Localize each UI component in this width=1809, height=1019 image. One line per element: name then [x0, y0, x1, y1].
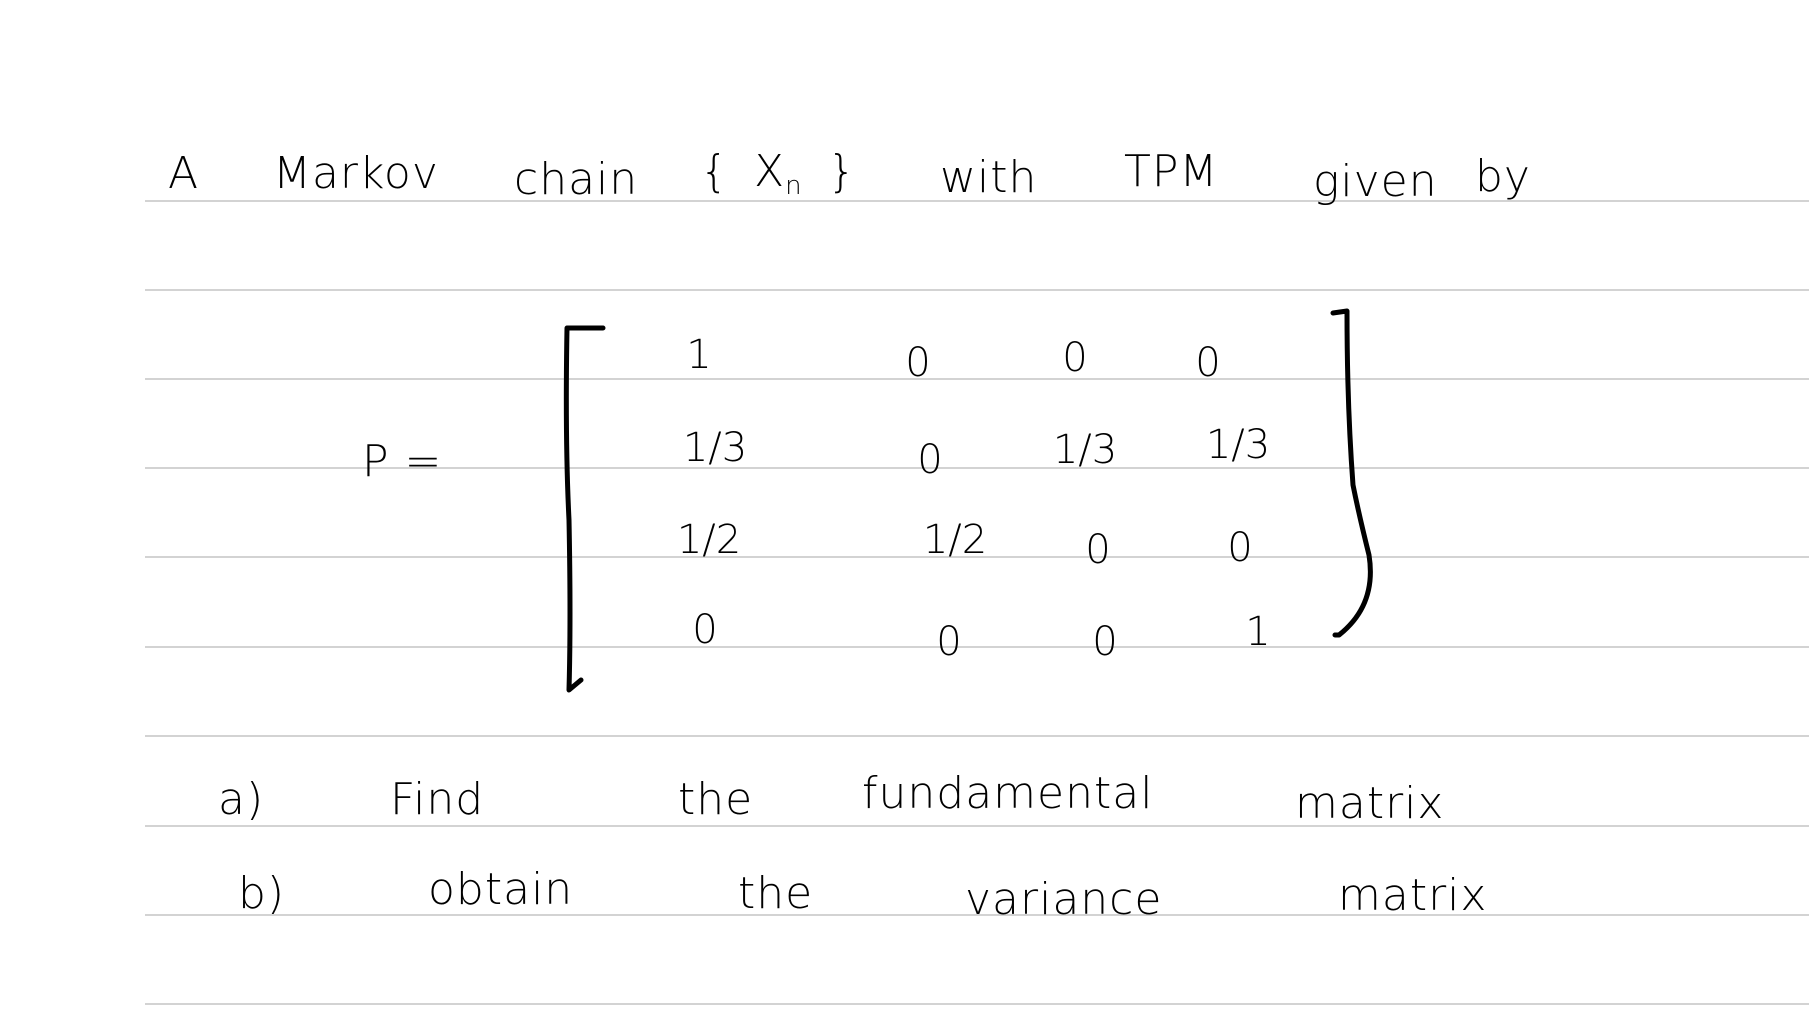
ruled-line — [145, 914, 1809, 916]
variable-x: X — [754, 146, 786, 197]
matrix-cell: 0 — [905, 340, 931, 386]
matrix-cell: 1/3 — [682, 425, 748, 471]
ruled-line — [145, 289, 1809, 291]
ruled-line — [145, 200, 1809, 202]
close-brace: } — [827, 146, 857, 197]
statement-word: TPM — [1124, 146, 1219, 197]
matrix-label: P = — [362, 436, 443, 487]
statement-word: by — [1475, 151, 1531, 202]
part-marker: a) — [218, 774, 265, 825]
part-word: the — [678, 774, 754, 825]
matrix-cell: 1/3 — [1205, 422, 1271, 468]
matrix-cell: 1/3 — [1052, 427, 1118, 473]
ruled-line — [145, 646, 1809, 648]
statement-word: Markov — [273, 148, 439, 199]
open-brace: { — [700, 146, 729, 197]
part-word: matrix — [1295, 778, 1445, 829]
ruled-line — [145, 825, 1809, 827]
part-marker: b) — [238, 868, 286, 919]
statement-word: with — [940, 152, 1038, 203]
ruled-line — [145, 1003, 1809, 1005]
part-word: obtain — [428, 864, 574, 915]
matrix-cell: 0 — [1195, 340, 1221, 386]
ruled-line — [145, 556, 1809, 558]
matrix-cell: 0 — [936, 619, 962, 665]
part-word: variance — [965, 874, 1163, 925]
matrix-cell: 1/2 — [676, 517, 742, 563]
matrix-cell: 0 — [1227, 525, 1253, 571]
matrix-cell: 0 — [917, 437, 943, 483]
ruled-line — [145, 378, 1809, 380]
statement-word: given — [1313, 156, 1438, 207]
matrix-cell: 0 — [1062, 335, 1088, 381]
part-word: fundamental — [862, 768, 1154, 819]
matrix-cell: 1 — [1245, 609, 1271, 655]
matrix-cell: 0 — [692, 607, 718, 653]
statement-word: chain — [514, 154, 639, 205]
statement-word: A — [168, 148, 200, 199]
ruled-line — [145, 735, 1809, 737]
right-bracket — [1330, 308, 1373, 638]
matrix-cell: 1 — [686, 332, 712, 378]
matrix-cell: 0 — [1092, 619, 1118, 665]
part-word: Find — [390, 774, 485, 825]
part-word: matrix — [1338, 870, 1488, 921]
part-word: the — [738, 868, 814, 919]
matrix-cell: 1/2 — [922, 517, 988, 563]
left-bracket — [563, 325, 606, 693]
ruled-line — [145, 467, 1809, 469]
sequence-notation: { Xn } — [700, 150, 857, 201]
matrix-cell: 0 — [1085, 527, 1111, 573]
subscript-n: n — [785, 171, 803, 201]
